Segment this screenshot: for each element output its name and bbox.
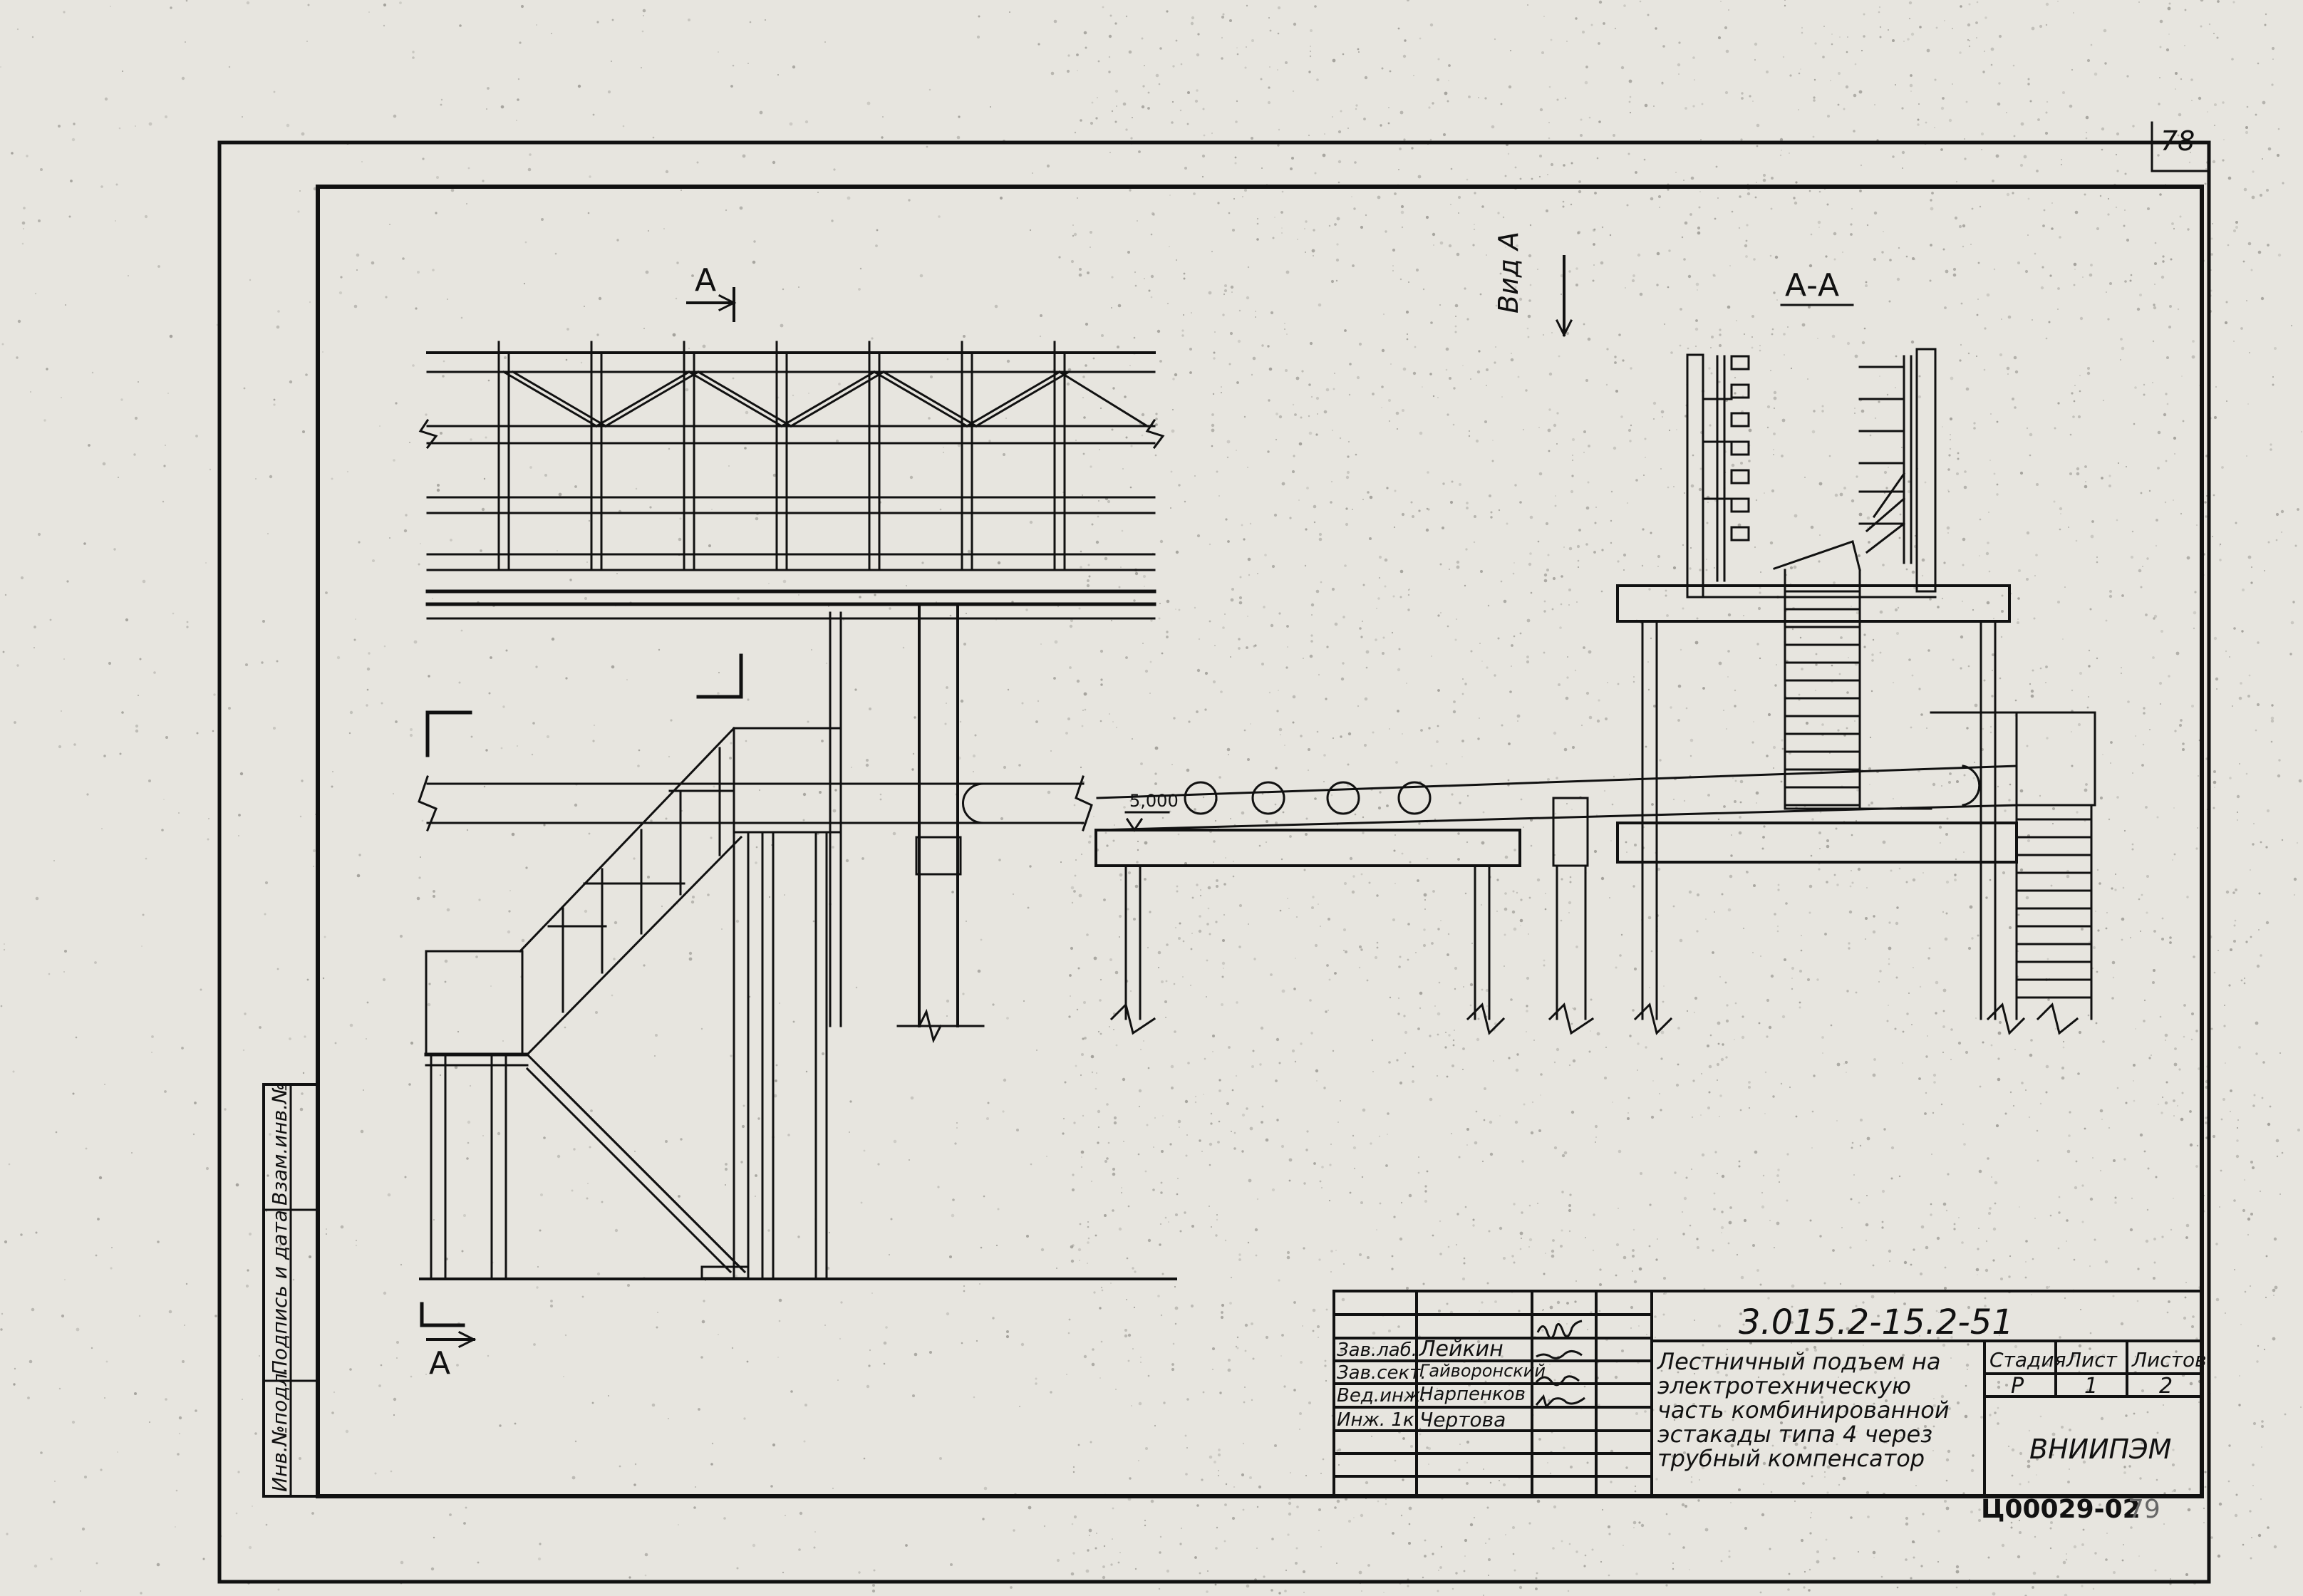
- sheets-label: Листов: [2132, 1348, 2207, 1372]
- name-4: Чертова: [1419, 1408, 1506, 1431]
- organization: ВНИИПЭМ: [2029, 1434, 2172, 1465]
- name-2: Гайворонский: [1419, 1361, 1546, 1381]
- description-line-1: Лестничный подъем на: [1657, 1348, 1941, 1375]
- outer-frame: [217, 140, 2211, 1584]
- document-code: 3.015.2-15.2-51: [1739, 1302, 2014, 1342]
- staircase: [419, 611, 1177, 1280]
- role-3: Вед.инж.: [1337, 1385, 1427, 1406]
- name-3: Нарпенков: [1419, 1384, 1526, 1405]
- inner-frame: [316, 185, 2204, 1498]
- sheets-value: 2: [2159, 1374, 2173, 1399]
- role-1: Зав.лаб.: [1337, 1340, 1418, 1361]
- side-stamp-inventory: Инв.№подл.: [268, 1367, 291, 1492]
- role-2: Зав.сект.: [1337, 1362, 1427, 1384]
- side-stamp-signature: Подпись и дата: [268, 1210, 291, 1375]
- horizontal-pipe: [418, 775, 1093, 831]
- description-line-2: электротехническую: [1657, 1372, 1911, 1399]
- description-line-4: эстакады типа 4 через: [1657, 1421, 1933, 1448]
- sheet-label: Лист: [2066, 1348, 2117, 1372]
- section-mark-a-bottom: А: [429, 1345, 451, 1382]
- name-1: Лейкин: [1419, 1337, 1504, 1362]
- side-stamp-replacement: Взам.инв.№: [268, 1082, 291, 1206]
- pipe-rack-section: [1094, 765, 2093, 1035]
- section-a-a-title: А-А: [1785, 267, 1840, 304]
- signatures: [1535, 1320, 1585, 1409]
- sheet-value: 1: [2084, 1374, 2098, 1399]
- side-stamp-frame: [262, 1083, 319, 1498]
- description-line-3: часть комбинированной: [1657, 1396, 1950, 1424]
- sheet-number: 78: [2160, 125, 2195, 157]
- upper-platform: [1616, 569, 2096, 1020]
- view-a-label: Вид А: [1493, 231, 1524, 314]
- stage-value: Р: [2011, 1374, 2024, 1399]
- description-line-5: трубный компенсатор: [1657, 1445, 1925, 1472]
- section-mark-a-top: А: [695, 262, 717, 299]
- page-number: 79: [2128, 1495, 2160, 1524]
- cable-racks: [1686, 348, 1937, 598]
- elevation-label: 5,000: [1129, 791, 1179, 811]
- central-column: [896, 603, 985, 1044]
- title-block-grid: [1332, 1290, 2203, 1498]
- role-4: Инж. 1к: [1337, 1409, 1414, 1431]
- truss-elevation: [418, 341, 1165, 620]
- stage-label: Стадия: [1989, 1348, 2066, 1372]
- archive-number: Ц00029-02: [1981, 1495, 2141, 1524]
